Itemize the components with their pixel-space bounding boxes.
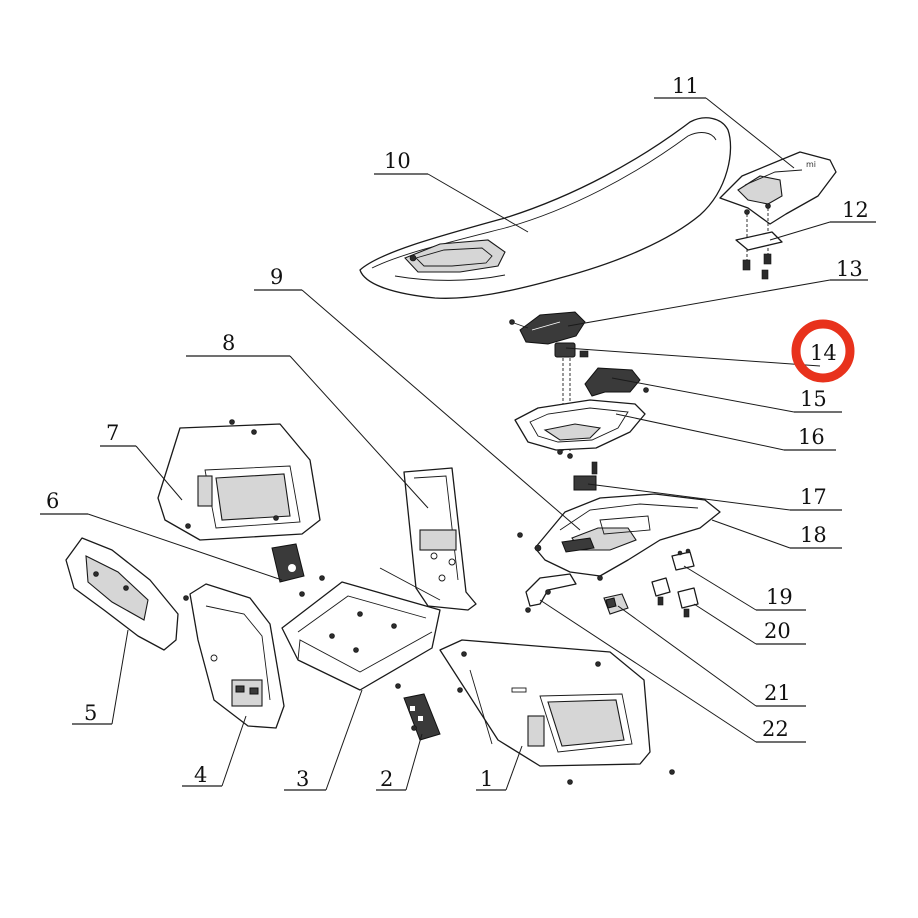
- callout-8: 8: [222, 331, 235, 355]
- relay-module-part: [271, 543, 325, 597]
- callout-21: 21: [764, 681, 791, 705]
- callout-13: 13: [836, 257, 863, 281]
- battery-cover-part: [189, 583, 285, 729]
- highlight-ring: [791, 319, 855, 383]
- callout-4: 4: [194, 763, 207, 787]
- rear-fender-part: [517, 493, 721, 581]
- callout-22: 22: [762, 717, 789, 741]
- lower-side-cover-part: [439, 639, 675, 785]
- callout-7: 7: [106, 421, 119, 445]
- callout-18: 18: [800, 523, 827, 547]
- connector-block-part: [395, 683, 441, 741]
- tail-cap-part: mi: [719, 151, 837, 262]
- left-bracket-housing-part: [65, 537, 189, 651]
- callout-2: 2: [380, 767, 393, 791]
- callout-10: 10: [384, 149, 411, 173]
- callout-3: 3: [296, 767, 309, 791]
- fender-clip-part: [573, 461, 598, 491]
- callout-16: 16: [798, 425, 825, 449]
- seat-part: [359, 117, 732, 299]
- support-bracket-part: [525, 573, 577, 613]
- callout-leaders: [40, 97, 876, 791]
- callout-labels: 1 2 3 4 5 6 7 8 9 10 11 12 13 14 15 16 1…: [46, 74, 869, 791]
- callout-12: 12: [842, 198, 869, 222]
- callout-9: 9: [270, 265, 283, 289]
- callout-1: 1: [480, 767, 493, 791]
- callout-20: 20: [764, 619, 791, 643]
- callout-17: 17: [800, 485, 827, 509]
- callout-19: 19: [766, 585, 793, 609]
- upper-side-cover-part: [157, 419, 321, 541]
- callout-5: 5: [84, 701, 97, 725]
- callout-14: 14: [810, 341, 837, 365]
- seat-base-frame-part: [514, 399, 646, 459]
- callout-15: 15: [800, 387, 827, 411]
- small-bracket-part: [671, 548, 695, 571]
- svg-text:mi: mi: [806, 160, 816, 169]
- rubber-block-part: [651, 577, 699, 618]
- battery-tray-part: [281, 567, 441, 691]
- callout-11: 11: [672, 74, 699, 98]
- rear-mount-plate-part: [403, 467, 477, 611]
- latch-lever-part: [584, 367, 649, 397]
- tail-cap-bracket-part: [735, 231, 783, 280]
- callout-6: 6: [46, 489, 59, 513]
- seat-latch-part: [509, 311, 586, 345]
